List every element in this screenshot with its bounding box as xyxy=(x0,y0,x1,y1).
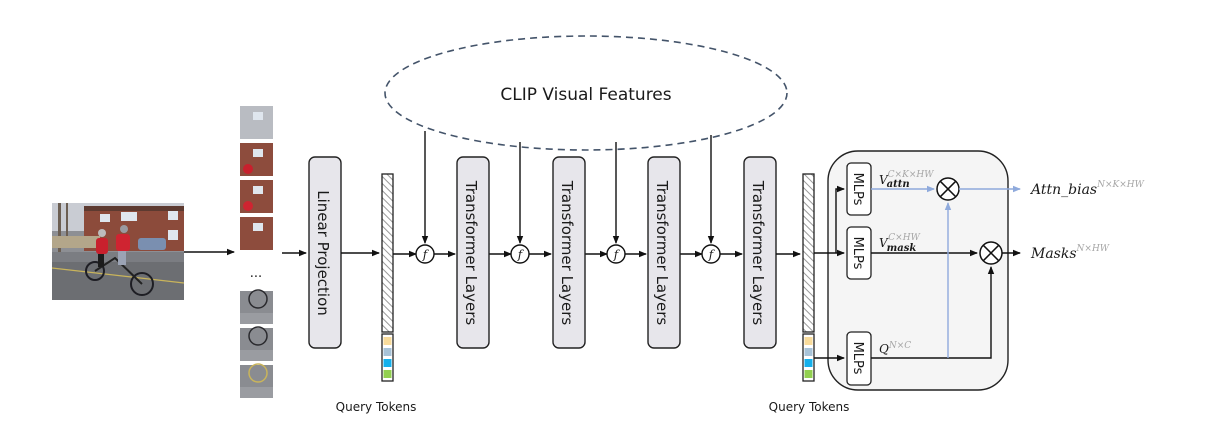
image-patch xyxy=(240,289,273,324)
query-token xyxy=(383,348,392,356)
fusion-symbol: f xyxy=(422,248,430,262)
transformer-layers-block: Transformer Layers xyxy=(647,156,681,349)
query-tokens-bar-left xyxy=(381,333,394,382)
query-tokens-bar-right xyxy=(802,333,815,382)
query-token xyxy=(804,348,813,356)
query-token xyxy=(383,337,392,345)
fusion-symbol: f xyxy=(708,248,716,262)
transformer-layers-block: Transformer Layers xyxy=(552,156,586,349)
mlp-mask-label: MLPs xyxy=(850,237,865,270)
arrow-q-to-mask-product xyxy=(871,266,995,359)
transformer-trunk: f f f f Transformer Layers Transformer Layers… xyxy=(393,131,801,349)
masks-output: MasksN×HW xyxy=(1030,244,1110,262)
image-patch xyxy=(240,217,273,250)
patches-ellipsis: ... xyxy=(250,266,262,281)
transformer-layers-label: Transformer Layers xyxy=(749,180,767,326)
linear-projection-label: Linear Projection xyxy=(314,190,332,316)
image-patches xyxy=(240,106,273,398)
attn-bias-output: Attn_biasN×K×HW xyxy=(1029,180,1145,198)
multiply-node-attn xyxy=(936,177,960,201)
query-token xyxy=(383,359,392,367)
head-container xyxy=(827,150,1009,391)
clip-visual-features: CLIP Visual Features xyxy=(384,35,788,151)
mlp-attn-label: MLPs xyxy=(850,173,865,206)
image-patch xyxy=(240,326,273,361)
fusion-node: f xyxy=(510,244,530,264)
q-label: QN×C xyxy=(879,341,911,356)
image-patch xyxy=(240,143,273,176)
input-image xyxy=(52,203,184,300)
clip-features-ellipse xyxy=(384,35,788,151)
visual-tokens-bar-left xyxy=(381,173,394,333)
mlp-query: MLPs xyxy=(846,331,872,386)
multiply-node-mask xyxy=(979,241,1003,265)
query-token xyxy=(804,359,813,367)
query-token xyxy=(804,337,813,345)
fusion-node: f xyxy=(415,244,435,264)
transformer-layers-label: Transformer Layers xyxy=(653,180,671,326)
fusion-node: f xyxy=(701,244,721,264)
image-patch xyxy=(240,106,273,139)
query-token xyxy=(383,370,392,378)
fusion-symbol: f xyxy=(517,248,525,262)
query-token xyxy=(804,370,813,378)
image-patch xyxy=(240,180,273,213)
mask-head-module: MLPs MLPs MLPs VattnC×K×HW VmaskC×HW QN×… xyxy=(814,150,1009,391)
mlp-attn: MLPs xyxy=(846,162,872,216)
mlp-mask: MLPs xyxy=(846,226,872,280)
transformer-layers-label: Transformer Layers xyxy=(462,180,480,326)
transformer-layers-block: Transformer Layers xyxy=(456,156,490,349)
transformer-layers-block: Transformer Layers xyxy=(743,156,777,349)
clip-features-label: CLIP Visual Features xyxy=(500,85,671,105)
query-tokens-label-left: Query Tokens xyxy=(336,400,417,414)
mlp-query-label: MLPs xyxy=(850,342,865,375)
transformer-layers-label: Transformer Layers xyxy=(558,180,576,326)
v-attn-label: VattnC×K×HW xyxy=(879,170,934,190)
image-patch xyxy=(240,363,273,398)
arrow-tokens-to-mlp-attn xyxy=(835,185,845,253)
fusion-symbol: f xyxy=(613,248,621,262)
fusion-node: f xyxy=(606,244,626,264)
query-tokens-label-right: Query Tokens xyxy=(769,400,850,414)
linear-projection-block: Linear Projection xyxy=(308,156,342,349)
visual-tokens-bar-right xyxy=(802,173,815,333)
v-mask-label: VmaskC×HW xyxy=(879,233,921,254)
